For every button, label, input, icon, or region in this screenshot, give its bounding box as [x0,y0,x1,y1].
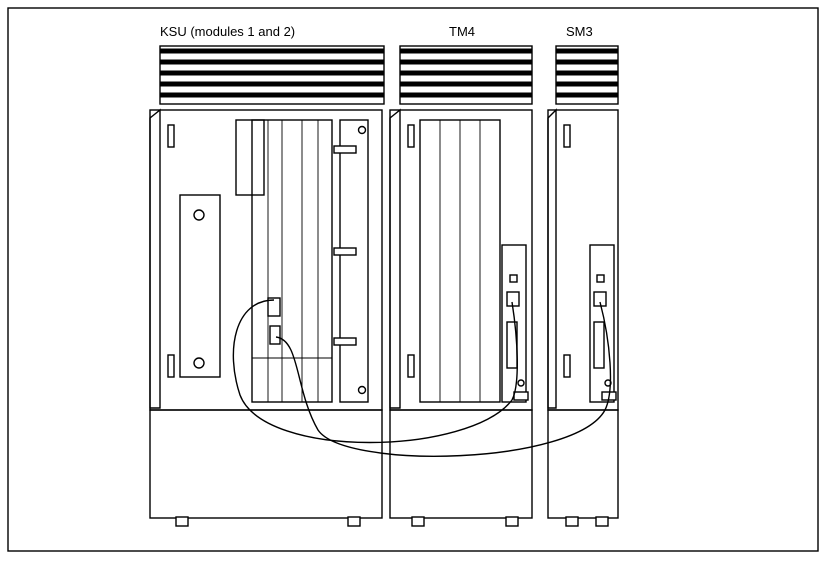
sm3-foot-right [595,516,609,527]
ksu-cage-upper-left [235,119,265,196]
ksu-body [149,109,383,411]
ksu-right-rail [339,119,369,403]
sm3-base [547,409,619,519]
ksu-screw-top [193,209,205,221]
tm4-label: TM4 [449,24,475,39]
sm3-interface-card [589,244,615,403]
ksu-card-cage [251,119,333,403]
sm3-port-block [593,321,605,369]
ksu-door-edge [149,108,161,409]
ksu-foot-right [347,516,361,527]
sm3-door-edge [547,108,557,409]
figure-frame [7,7,819,552]
ksu-latch-2 [333,247,357,256]
sm3-connector [593,291,607,307]
tm4-foot-right [505,516,519,527]
cable-ksu-to-sm3 [275,301,612,457]
tm4-cabinet [389,45,533,527]
ksu-top-vents [159,45,385,105]
ksu-screw-bottom [193,357,205,369]
tm4-top-vents [399,45,533,105]
ksu-foot-left [175,516,189,527]
ksu-power-supply [179,194,221,378]
tm4-foot-left [411,516,425,527]
tm4-base [389,409,533,519]
tm4-interface-card [501,244,527,403]
ksu-hinge-bottom [167,354,175,378]
sm3-top-vents [555,45,619,105]
ksu-cabinet [149,45,385,527]
ksu-label: KSU (modules 1 and 2) [160,24,296,39]
ksu-latch-1 [333,145,357,154]
ksu-latch-3 [333,337,357,346]
sm3-label: SM3 [566,24,593,39]
tm4-door-edge [389,108,401,409]
sm3-foot-left [565,516,579,527]
cable-ksu-to-tm4 [232,299,518,444]
ksu-connector-2 [269,325,281,345]
ksu-hinge-top [167,124,175,148]
interconnect-cables [232,299,612,457]
ksu-base [149,409,383,519]
sm3-cabinet [547,45,619,527]
sm3-body [547,109,619,411]
ksu-connector-1 [267,297,281,317]
